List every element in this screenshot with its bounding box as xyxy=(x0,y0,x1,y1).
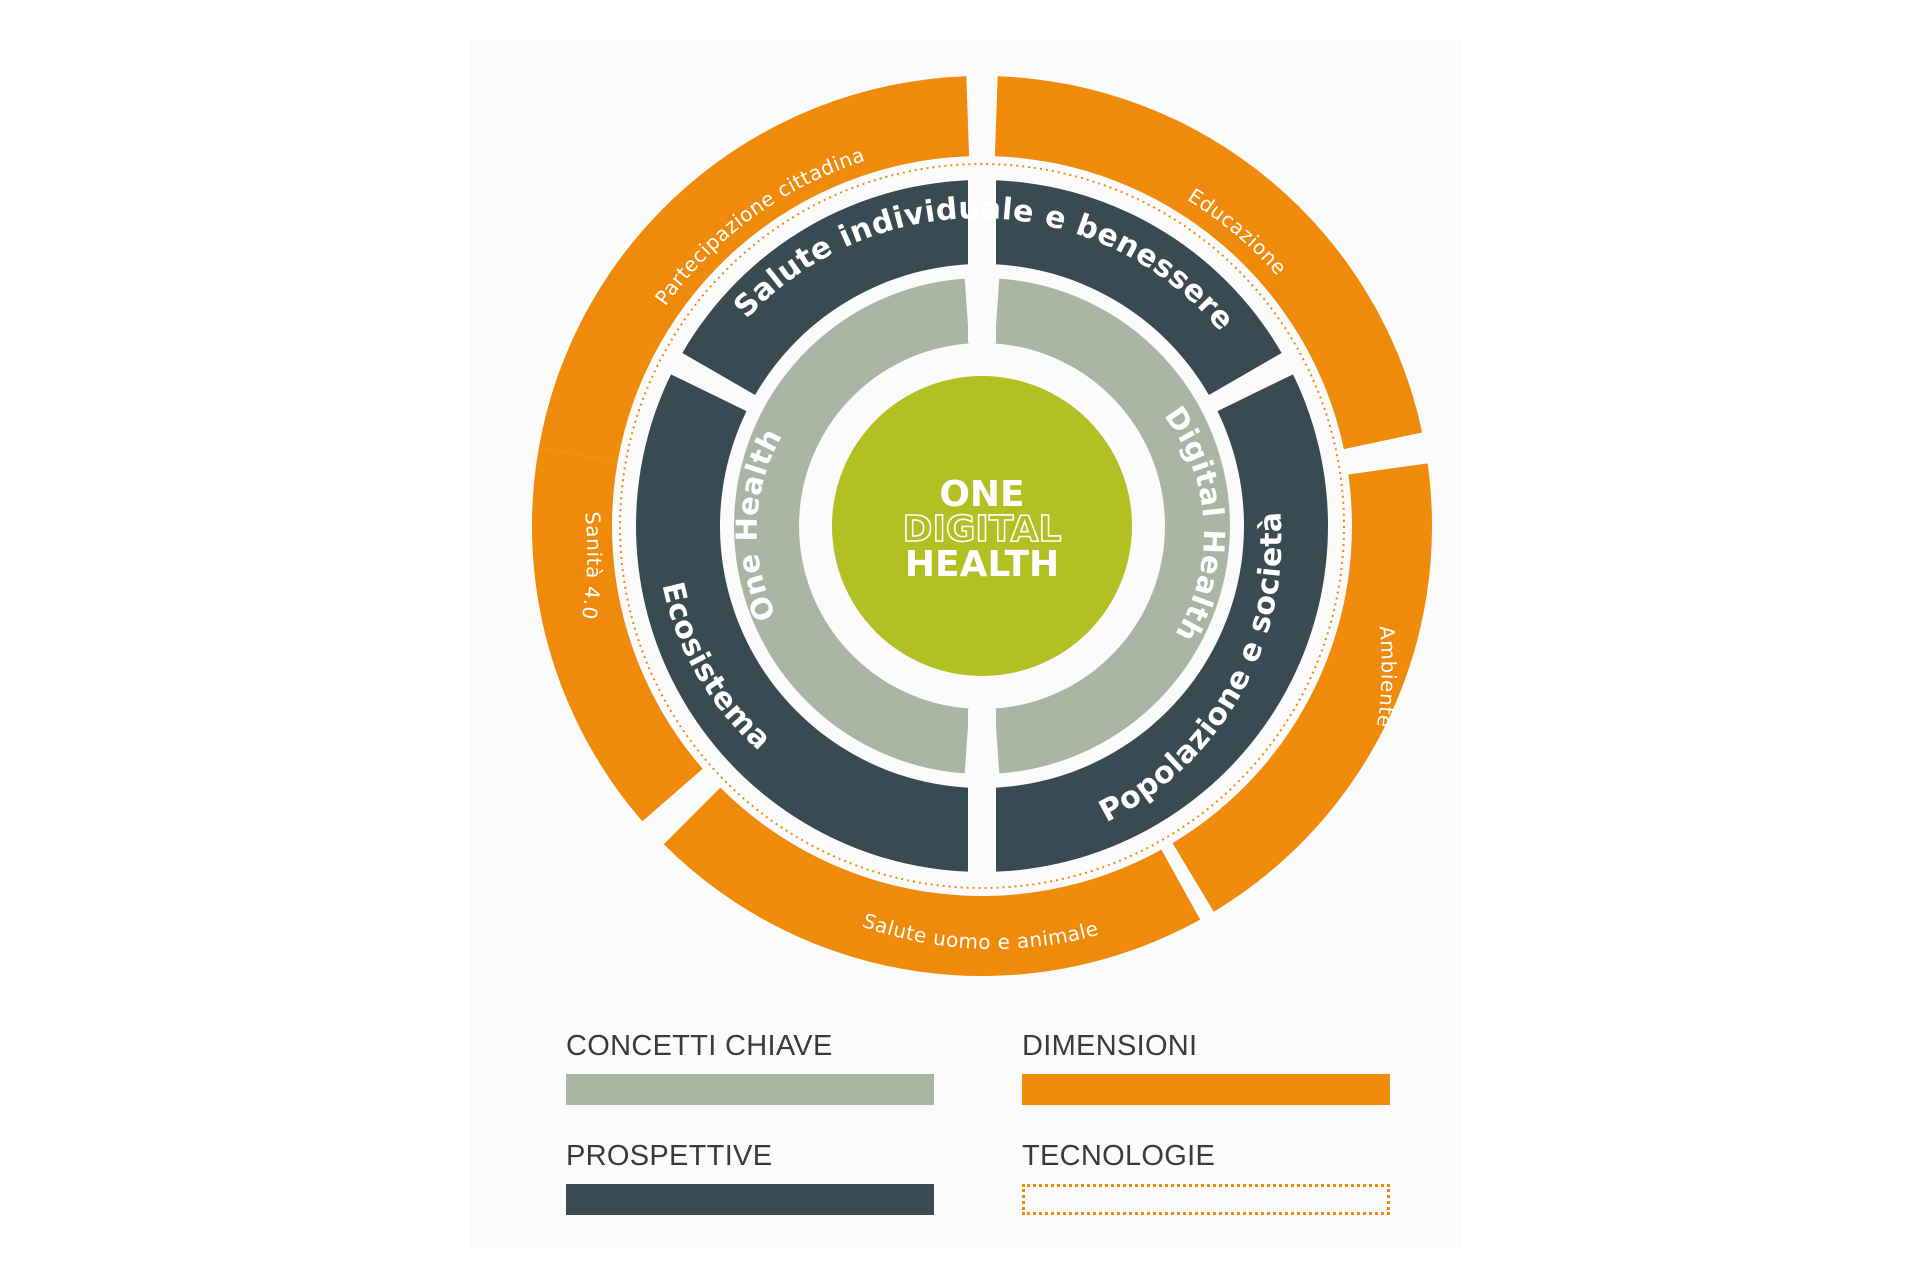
dimensione-segment xyxy=(663,787,1201,976)
legend-prospettive-label: PROSPETTIVE xyxy=(566,1140,773,1172)
center-title-line2: DIGITAL xyxy=(903,509,1062,550)
center-title-line3: HEALTH xyxy=(905,544,1059,585)
legend-dimensioni-label: DIMENSIONI xyxy=(1022,1030,1198,1062)
prospettive-ring xyxy=(636,180,1328,872)
legend-tecnologie-label: TECNOLOGIE xyxy=(1022,1140,1216,1172)
dimensione-label: Ambiente xyxy=(1372,625,1401,730)
tecnologie-dotted-ring xyxy=(619,163,1345,889)
legend-concetti-chiave-swatch xyxy=(566,1074,934,1105)
legend-prospettive-swatch xyxy=(566,1184,934,1215)
dimensione-segment xyxy=(1172,463,1432,912)
concetti-chiave-ring xyxy=(734,180,1230,872)
dimensione-segment xyxy=(538,76,970,462)
dimensioni-ring xyxy=(531,76,1432,976)
prospettiva-segment xyxy=(682,180,1282,395)
center-circle xyxy=(832,376,1132,676)
dimensione-segment xyxy=(531,447,703,822)
legend-concetti-chiave-label: CONCETTI CHIAVE xyxy=(566,1030,833,1062)
concetto-chiave-segment xyxy=(994,278,1230,774)
legend-dimensioni-swatch xyxy=(1022,1074,1390,1105)
concetto-chiave-segment xyxy=(734,278,970,774)
legend-tecnologie-swatch xyxy=(1022,1184,1390,1215)
prospettiva-segment xyxy=(636,374,982,872)
dimensione-segment xyxy=(994,76,1423,450)
prospettiva-segment xyxy=(982,374,1328,872)
center-title-line1: ONE xyxy=(939,474,1024,515)
